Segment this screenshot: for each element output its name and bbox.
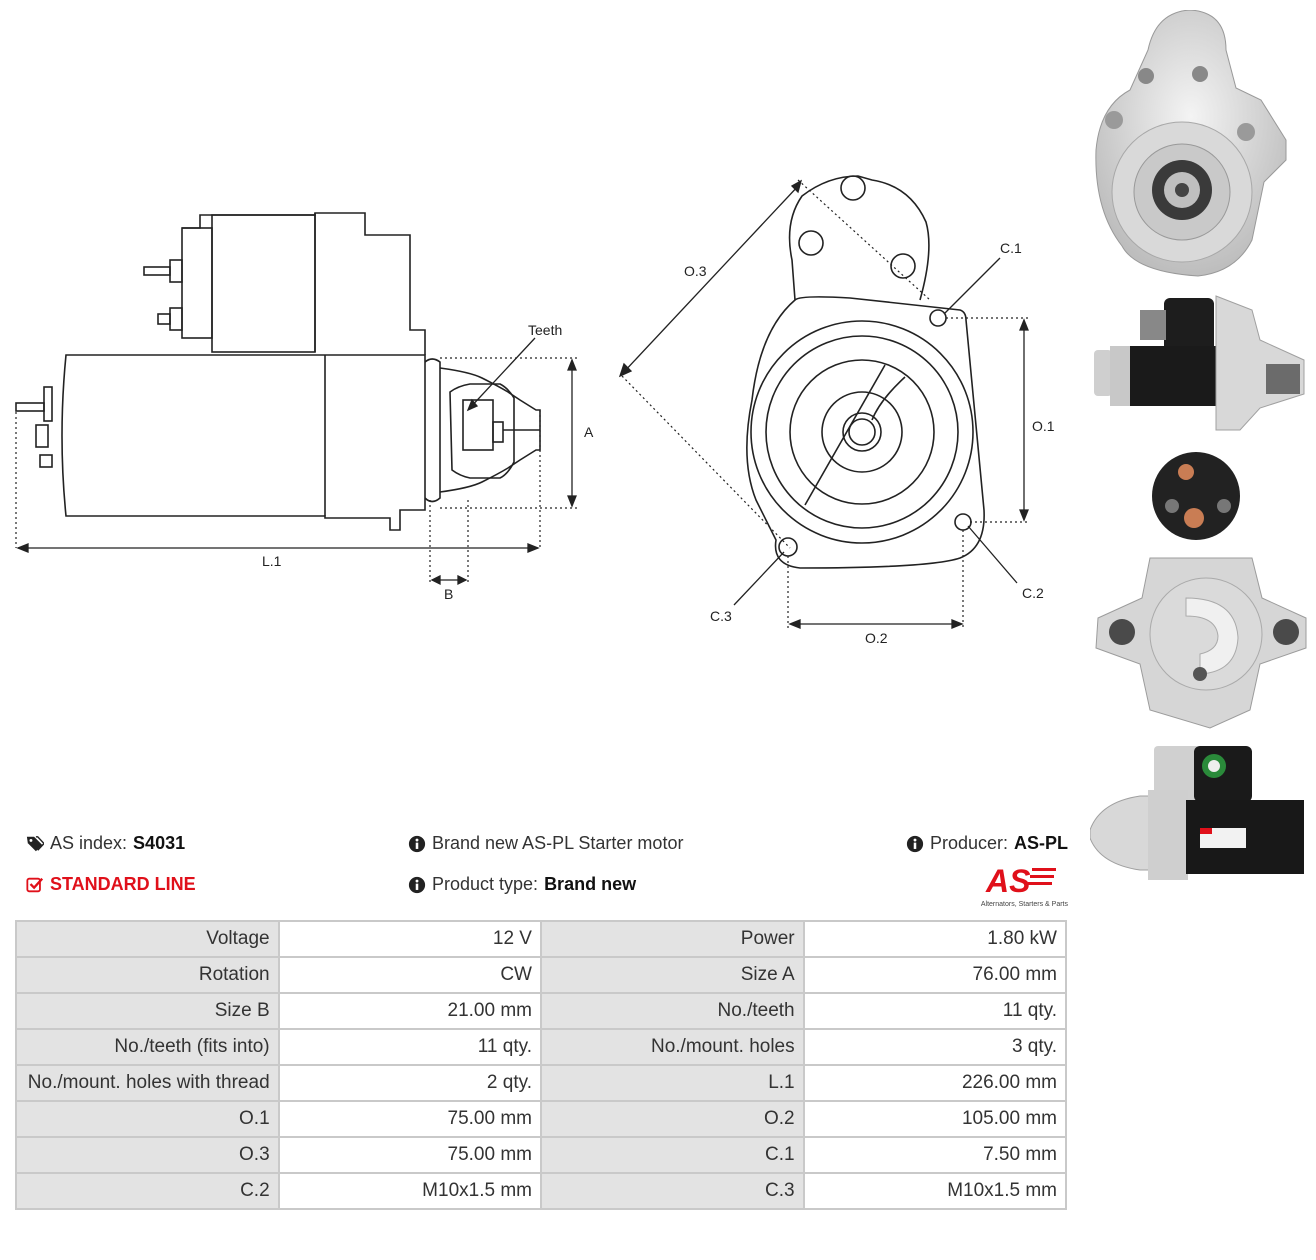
product-type-label: Product type: (432, 874, 539, 894)
dim-a-label: A (584, 424, 594, 440)
dim-c1-label: C.1 (1000, 240, 1022, 256)
description: Brand new AS-PL Starter motor (408, 833, 683, 854)
dim-l1-label: L.1 (262, 553, 282, 569)
info-icon (906, 835, 924, 852)
spec-value: 226.00 mm (804, 1066, 1065, 1100)
spec-value: 11 qty. (279, 1030, 540, 1064)
spec-key: No./mount. holes (541, 1030, 803, 1064)
spec-value: M10x1.5 mm (279, 1174, 540, 1208)
spec-key: Rotation (17, 958, 278, 992)
spec-key: No./mount. holes with thread (17, 1066, 278, 1100)
spec-value: 11 qty. (804, 994, 1065, 1028)
spec-key: C.2 (17, 1174, 278, 1208)
spec-key: O.3 (17, 1138, 278, 1172)
spec-value: 1.80 kW (804, 922, 1065, 956)
dim-c2-label: C.2 (1022, 585, 1044, 601)
svg-text:AS: AS (985, 863, 1031, 896)
dim-c3-label: C.3 (710, 608, 732, 624)
info-icon (408, 876, 426, 893)
spec-value: 76.00 mm (804, 958, 1065, 992)
product-type: Product type: Brand new (408, 874, 636, 895)
as-logo-mark: AS (985, 863, 1056, 899)
product-photo-side (1094, 295, 1305, 431)
side-view-drawing: Teeth A L.1 B (15, 212, 594, 602)
product-photo-front (1095, 10, 1287, 277)
spec-key: Size B (17, 994, 278, 1028)
dim-b-label: B (444, 586, 453, 602)
front-view-drawing: O.3 C.1 O.1 C.2 C.3 O.2 (618, 175, 1055, 646)
spec-key: C.1 (541, 1138, 803, 1172)
dim-o1-label: O.1 (1032, 418, 1055, 434)
info-icon (408, 835, 426, 852)
logo-tagline: Alternators, Starters & Parts (980, 901, 1068, 908)
spec-key: No./teeth (541, 994, 803, 1028)
teeth-label: Teeth (528, 322, 562, 338)
dim-o2-label: O.2 (865, 630, 888, 646)
standard-line-label: STANDARD LINE (50, 874, 196, 894)
as-index-label: AS index: (50, 833, 128, 853)
as-index-value: S4031 (133, 833, 186, 853)
spec-value: 2 qty. (279, 1066, 540, 1100)
spec-value: 21.00 mm (279, 994, 540, 1028)
spec-key: Power (541, 922, 803, 956)
description-text: Brand new AS-PL Starter motor (432, 833, 684, 853)
product-photo-rear (1095, 452, 1307, 729)
producer: Producer: AS-PL (906, 833, 1068, 854)
product-photo-label-side (1090, 746, 1304, 880)
spec-key: C.3 (541, 1174, 803, 1208)
spec-value: 75.00 mm (279, 1102, 540, 1136)
spec-value: 12 V (279, 922, 540, 956)
spec-value: 75.00 mm (279, 1138, 540, 1172)
product-type-value: Brand new (544, 874, 637, 894)
spec-key: L.1 (541, 1066, 803, 1100)
spec-key: No./teeth (fits into) (17, 1030, 278, 1064)
tag-icon (26, 835, 44, 851)
spec-value: 7.50 mm (804, 1138, 1065, 1172)
spec-key: Size A (541, 958, 803, 992)
as-index: AS index: S4031 (26, 833, 185, 854)
producer-label: Producer: (930, 833, 1009, 853)
product-line: STANDARD LINE (26, 874, 196, 895)
producer-value: AS-PL (1014, 833, 1069, 853)
spec-key: O.1 (17, 1102, 278, 1136)
spec-value: CW (279, 958, 540, 992)
spec-key: Voltage (17, 922, 278, 956)
spec-key: O.2 (541, 1102, 803, 1136)
spec-value: 3 qty. (804, 1030, 1065, 1064)
spec-value: 105.00 mm (804, 1102, 1065, 1136)
spec-value: M10x1.5 mm (804, 1174, 1065, 1208)
checkbox-checked-icon (26, 877, 44, 892)
as-pl-logo: AS Alternators, Starters & Parts (964, 862, 1068, 908)
dim-o3-label: O.3 (684, 263, 707, 279)
spec-row: No./teeth (fits into)11 qty.No./mount. h… (17, 1030, 1065, 1064)
